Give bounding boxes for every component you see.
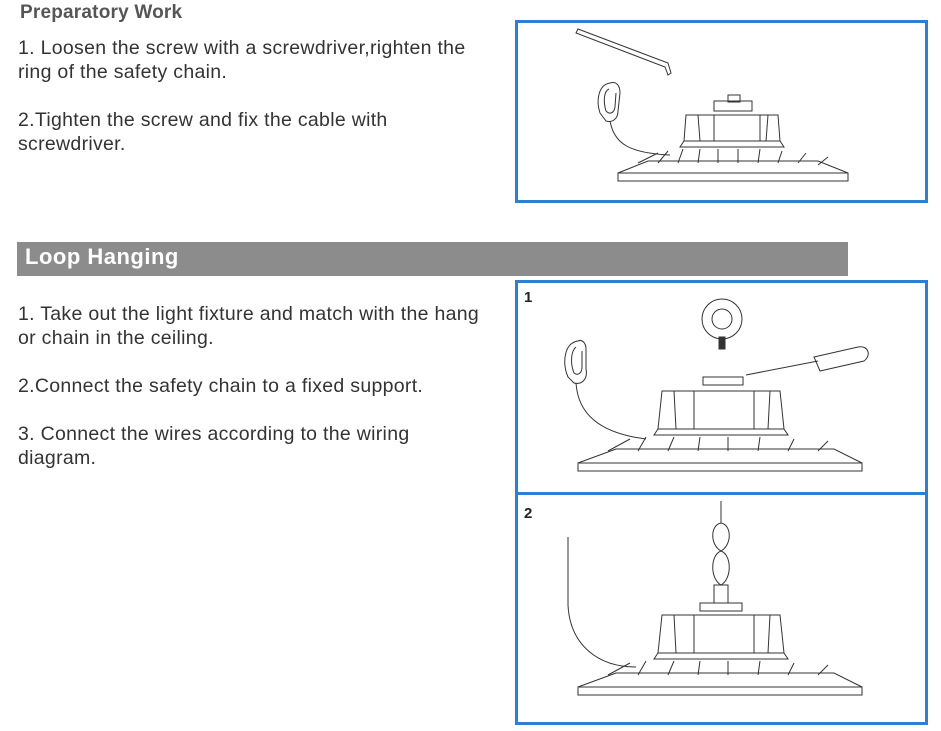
preparatory-step-1: 1. Loosen the screw with a screwdriver,r… <box>18 37 466 83</box>
screwdriver-icon <box>745 346 869 376</box>
carabiner-icon <box>597 82 671 156</box>
carabiner-icon <box>564 340 647 440</box>
lamp-housing-icon <box>577 376 863 472</box>
lamp-housing-icon <box>577 602 863 696</box>
lamp-housing-icon <box>617 94 849 182</box>
hook-chain-icon <box>712 501 730 604</box>
loop-hanging-banner: Loop Hanging <box>17 242 848 276</box>
loop-hanging-step-1: 1. Take out the light fixture and match … <box>18 303 480 349</box>
loop-hanging-figure-1: 1 <box>515 280 928 495</box>
loop-hanging-figure-2: 2 <box>515 492 928 725</box>
loop-hanging-step-2: 2.Connect the safety chain to a fixed su… <box>18 375 424 397</box>
eye-bolt-icon <box>701 298 743 350</box>
preparatory-illustration <box>515 20 928 203</box>
figure-1-label: 1 <box>524 289 533 306</box>
safety-cable-icon <box>567 537 637 668</box>
figure-2-label: 2 <box>524 505 533 522</box>
loop-hanging-title: Loop Hanging <box>25 244 179 269</box>
preparatory-step-2: 2.Tighten the screw and fix the cable wi… <box>18 109 388 155</box>
loop-hanging-step-3: 3. Connect the wires according to the wi… <box>18 423 410 469</box>
preparatory-work-title: Preparatory Work <box>20 2 183 23</box>
hex-key-icon <box>575 28 672 76</box>
